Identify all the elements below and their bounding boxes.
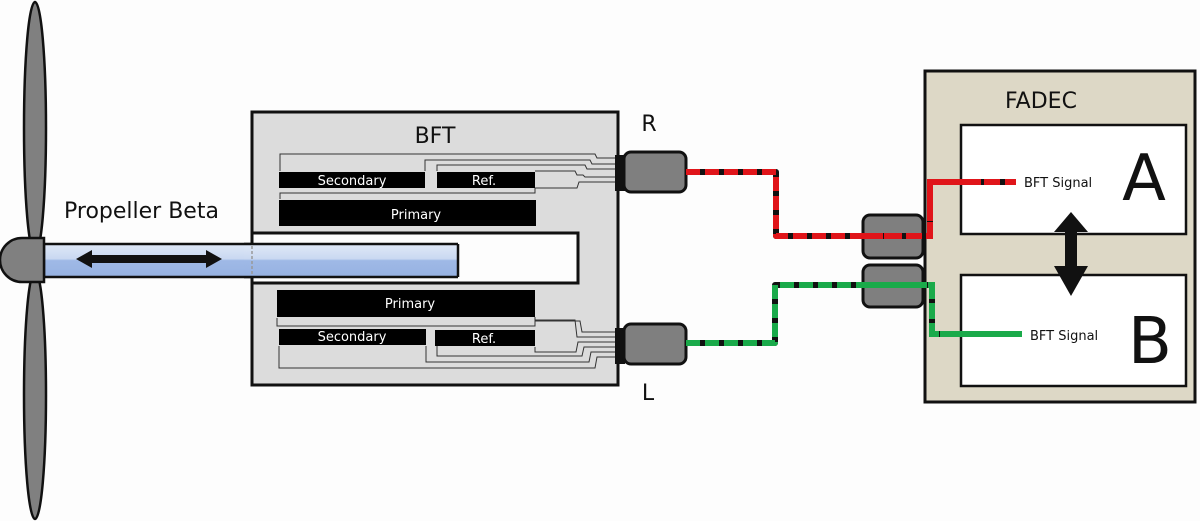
propeller-blade-upper bbox=[22, 0, 48, 256]
propeller-blade-lower bbox=[22, 269, 48, 521]
bft-ref-winding-lower bbox=[435, 330, 535, 346]
bft-unit: BFT Secondary Ref. Primary Primary Secon… bbox=[244, 110, 620, 387]
connector-l-label: L bbox=[642, 381, 655, 406]
bft-secondary-winding-upper bbox=[279, 172, 425, 188]
bft-secondary-winding-lower bbox=[279, 329, 426, 345]
bft-lower-windings bbox=[276, 317, 617, 369]
fadec-unit: FADEC A B BFT Signal BFT Signal bbox=[923, 69, 1197, 404]
fadec-title: FADEC bbox=[1005, 89, 1077, 114]
channel-a-signal-label: BFT Signal bbox=[1024, 176, 1092, 191]
bft-title: BFT bbox=[415, 124, 456, 149]
propeller-beta-label: Propeller Beta bbox=[64, 199, 219, 224]
ref-label-upper: Ref. bbox=[472, 174, 496, 189]
connector-r bbox=[615, 150, 688, 194]
secondary-label-upper: Secondary bbox=[318, 174, 387, 189]
channel-a-letter: A bbox=[1122, 142, 1166, 216]
bft-primary-winding-upper bbox=[279, 200, 536, 226]
ref-label-lower: Ref. bbox=[472, 332, 496, 347]
signal-wire-l-fadec-segment bbox=[862, 282, 1022, 337]
propeller-hub bbox=[0, 236, 46, 284]
bft-primary-winding-lower bbox=[277, 290, 535, 317]
secondary-label-lower: Secondary bbox=[318, 330, 387, 345]
bft-ref-winding-upper bbox=[437, 172, 535, 188]
connector-l bbox=[615, 322, 688, 366]
connector-r-label: R bbox=[641, 112, 656, 137]
signal-wire-r-fadec-segment bbox=[862, 179, 1016, 239]
channel-b-letter: B bbox=[1128, 305, 1172, 379]
primary-label-lower: Primary bbox=[385, 297, 436, 312]
shaft-double-arrow-icon bbox=[76, 250, 222, 268]
channel-b-signal-label: BFT Signal bbox=[1030, 329, 1098, 344]
fadec-channel-b bbox=[959, 273, 1188, 388]
primary-label-upper: Primary bbox=[391, 208, 442, 223]
channel-link-double-arrow-icon bbox=[1054, 212, 1088, 296]
